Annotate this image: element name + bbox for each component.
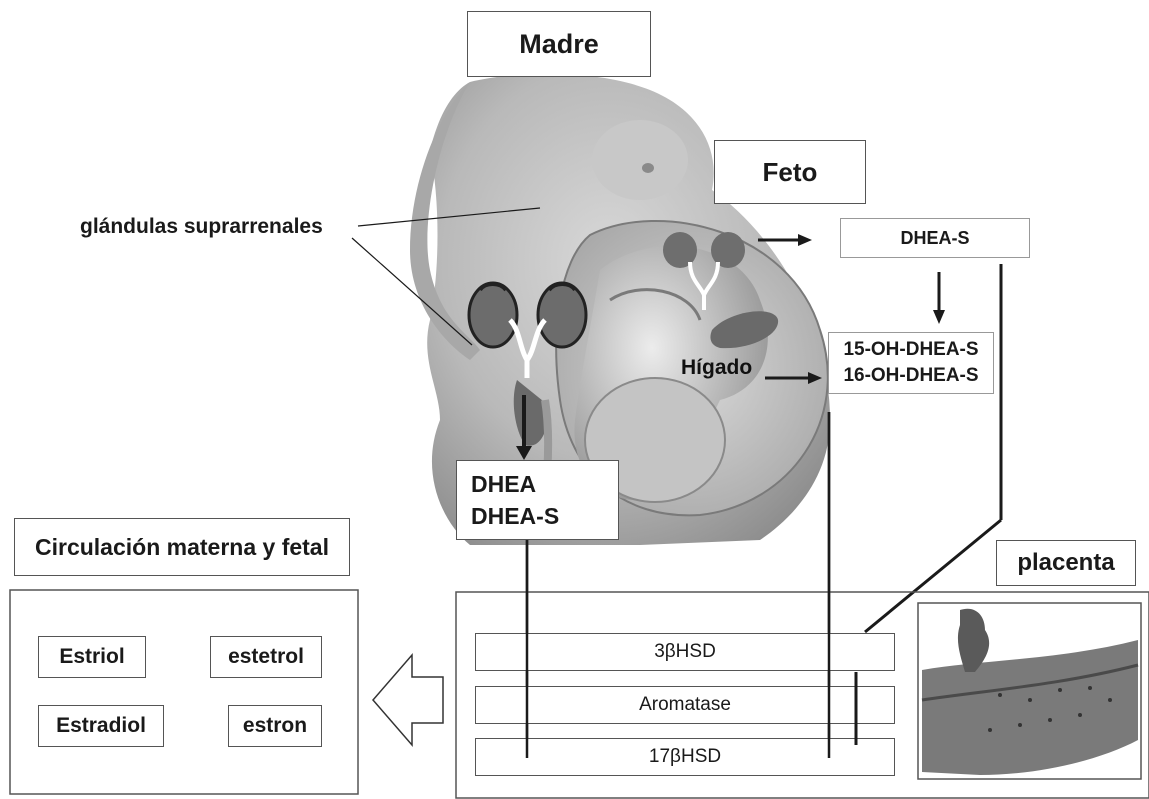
fetus-title-box: Feto: [714, 140, 866, 204]
oh15-label: 15-OH-DHEA-S: [843, 337, 978, 363]
circulation-title-box: Circulación materna y fetal: [14, 518, 350, 576]
maternal-dhea-box: DHEA DHEA-S: [456, 460, 619, 540]
enzyme-bar-3bhsd: 3βHSD: [475, 633, 895, 671]
maternal-dhea-label: DHEA: [471, 468, 536, 500]
placenta-label: placenta: [1017, 549, 1114, 577]
circulation-frame: [10, 590, 358, 794]
enzyme-17bhsd-label: 17βHSD: [649, 746, 721, 768]
mother-breast-shape: [592, 120, 688, 200]
oh16-label: 16-OH-DHEA-S: [843, 363, 978, 389]
adrenal-glands-label: glándulas suprarrenales: [80, 215, 323, 239]
enzyme-bar-17bhsd: 17βHSD: [475, 738, 895, 776]
fetus-label: Feto: [763, 157, 818, 188]
enzyme-bar-aromatase: Aromatase: [475, 686, 895, 724]
estradiol-box: Estradiol: [38, 705, 164, 747]
fetal-dhea-s-box: DHEA-S: [840, 218, 1030, 258]
placenta-title-box: placenta: [996, 540, 1136, 586]
estetrol-box: estetrol: [210, 636, 322, 678]
fetal-dhea-s-label: DHEA-S: [900, 228, 969, 249]
estriol-box: Estriol: [38, 636, 146, 678]
output-arrow-icon: [373, 655, 443, 745]
enzyme-aromatase-label: Aromatase: [639, 694, 731, 716]
mother-label: Madre: [519, 29, 599, 60]
liver-label: Hígado: [681, 356, 752, 380]
estron-label: estron: [243, 714, 307, 738]
maternal-dhea-s-label: DHEA-S: [471, 500, 559, 532]
estradiol-label: Estradiol: [56, 714, 146, 738]
estron-box: estron: [228, 705, 322, 747]
hydroxylated-box: 15-OH-DHEA-S 16-OH-DHEA-S: [828, 332, 994, 394]
circulation-label: Circulación materna y fetal: [35, 534, 329, 561]
estetrol-label: estetrol: [228, 645, 304, 669]
enzyme-3bhsd-label: 3βHSD: [654, 641, 716, 663]
mother-title-box: Madre: [467, 11, 651, 77]
estriol-label: Estriol: [59, 645, 124, 669]
